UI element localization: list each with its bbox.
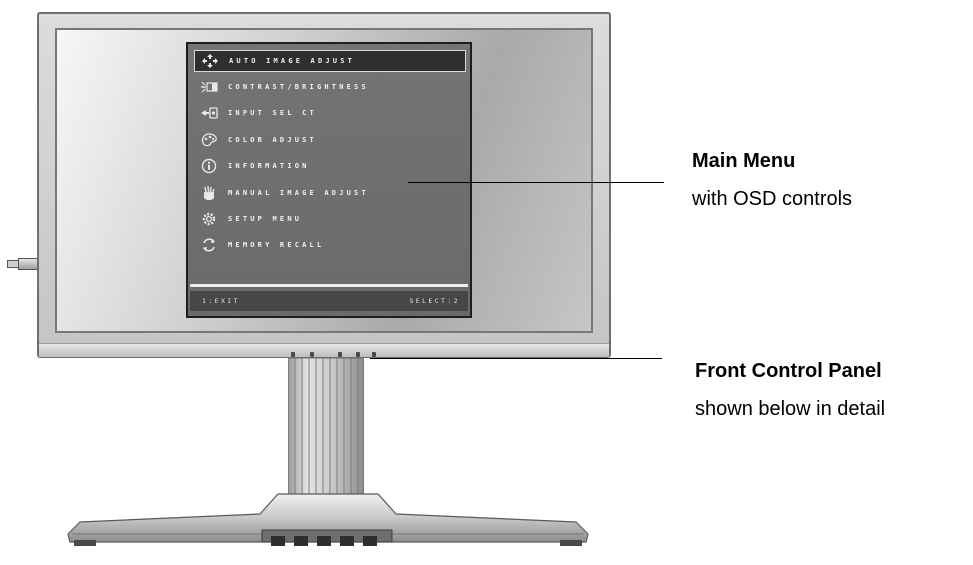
front-panel-button-1[interactable] (291, 352, 295, 357)
osd-item-setup-menu[interactable]: SETUP MENU (194, 208, 466, 230)
front-panel-callout-subtitle: shown below in detail (695, 398, 886, 420)
osd-main-menu: AUTO IMAGE ADJUST CONTRAST/BRIGHTNESS IN… (186, 42, 472, 318)
osd-item-label: AUTO IMAGE ADJUST (229, 57, 356, 65)
color-adjust-icon (200, 131, 218, 149)
osd-item-input-select[interactable]: INPUT SEL CT (194, 102, 466, 124)
setup-icon (200, 210, 218, 228)
front-panel-leader-line (370, 358, 662, 359)
osd-item-label: MANUAL IMAGE ADJUST (228, 189, 369, 197)
osd-item-label: SETUP MENU (228, 215, 303, 223)
osd-item-label: MEMORY RECALL (228, 241, 325, 249)
input-select-icon (200, 104, 218, 122)
osd-item-memory-recall[interactable]: MEMORY RECALL (194, 234, 466, 256)
osd-item-color-adjust[interactable]: COLOR ADJUST (194, 129, 466, 151)
stand-base (67, 493, 589, 546)
memory-recall-icon (200, 236, 218, 254)
osd-item-label: INPUT SEL CT (228, 109, 317, 117)
osd-item-label: CONTRAST/BRIGHTNESS (228, 83, 369, 91)
side-connector (18, 258, 38, 270)
osd-item-information[interactable]: INFORMATION (194, 155, 466, 177)
contrast-brightness-icon (200, 78, 218, 96)
information-icon (200, 157, 218, 175)
front-panel-button-5[interactable] (372, 352, 376, 357)
main-menu-leader-line (408, 182, 664, 183)
osd-item-manual-image-adjust[interactable]: MANUAL IMAGE ADJUST (194, 182, 466, 204)
auto-adjust-icon (201, 52, 219, 70)
main-menu-callout-title: Main Menu (692, 150, 796, 172)
main-menu-callout-subtitle: with OSD controls (692, 188, 853, 210)
front-panel-button-3[interactable] (338, 352, 342, 357)
osd-item-auto-image-adjust[interactable]: AUTO IMAGE ADJUST (194, 50, 466, 72)
osd-item-label: INFORMATION (228, 162, 310, 170)
front-panel-callout-title: Front Control Panel (695, 360, 882, 382)
manual-adjust-icon (200, 184, 218, 202)
osd-select-hint: SELECT:2 (409, 297, 460, 305)
osd-footer: 1:EXIT SELECT:2 (190, 291, 468, 311)
bezel-bottom-strip (39, 343, 609, 357)
osd-separator (190, 284, 468, 287)
front-panel-button-2[interactable] (310, 352, 314, 357)
osd-item-label: COLOR ADJUST (228, 136, 317, 144)
osd-exit-hint: 1:EXIT (202, 297, 240, 305)
stand-neck (288, 358, 364, 510)
osd-item-contrast-brightness[interactable]: CONTRAST/BRIGHTNESS (194, 76, 466, 98)
front-panel-button-4[interactable] (356, 352, 360, 357)
